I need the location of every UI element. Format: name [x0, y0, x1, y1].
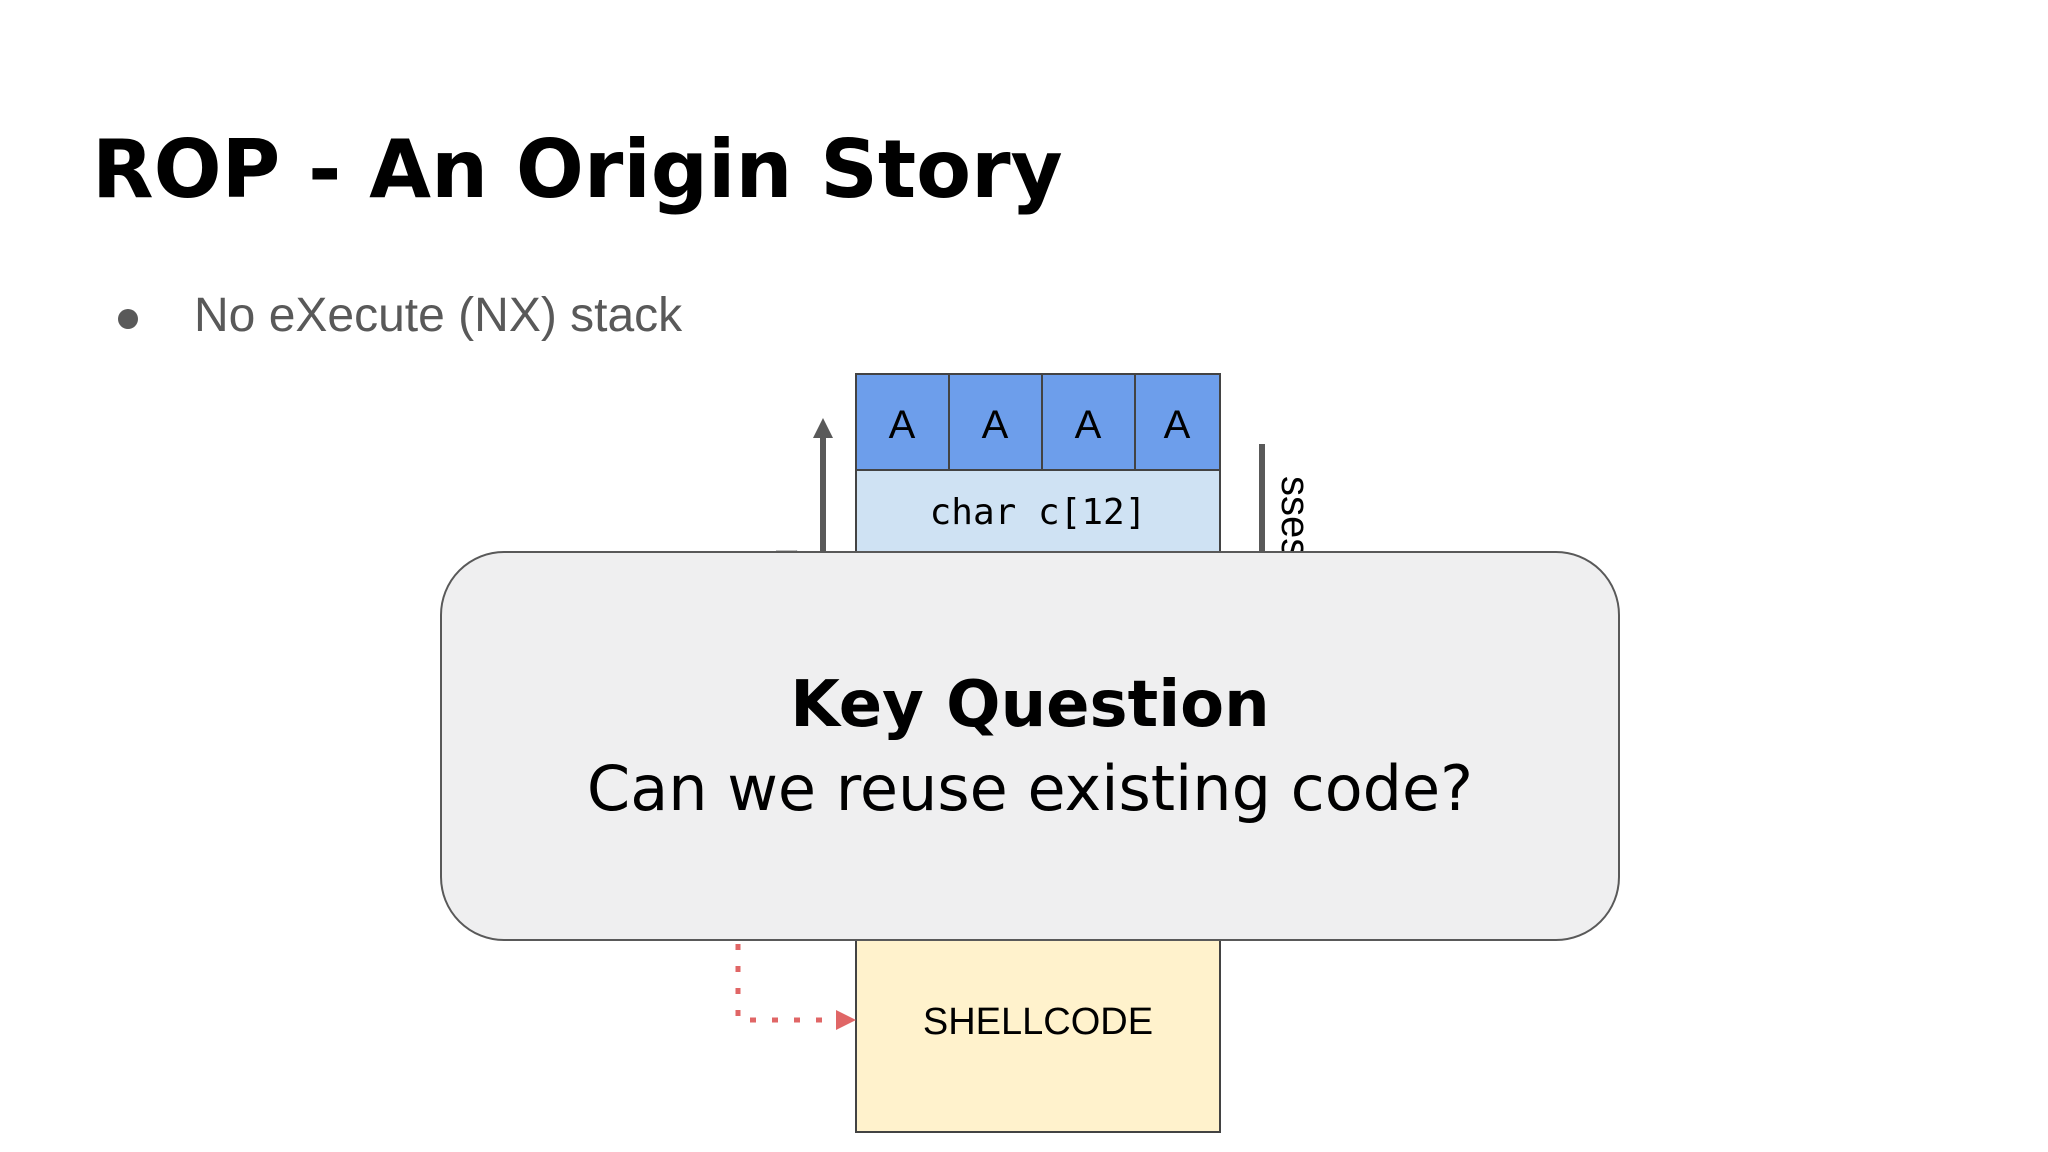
byte-cell [855, 373, 950, 471]
right-axis-label-fragment: sses [1273, 476, 1317, 558]
buffer-bytes-row: A A A A [855, 373, 1221, 471]
shellcode-label: SHELLCODE [923, 1001, 1153, 1043]
slide-title: ROP - An Origin Story [92, 123, 1063, 216]
jump-arrow-head-icon [836, 1010, 856, 1030]
byte-cell [1041, 373, 1136, 471]
byte-cell [1134, 373, 1221, 471]
byte-cell-label: A [1075, 403, 1102, 447]
popup-heading: Key Question [790, 668, 1270, 742]
byte-cell-label: A [982, 403, 1009, 447]
bullet-text: No eXecute (NX) stack [194, 289, 683, 342]
growth-arrow-head-icon [813, 418, 833, 438]
bullet-dot-icon [118, 309, 138, 329]
shellcode-block [855, 939, 1221, 1133]
byte-cell-label: A [1164, 403, 1191, 447]
jump-arrow-path [735, 944, 836, 1023]
char-buffer-label: char c[12] [930, 492, 1147, 533]
key-question-popup: Key Question Can we reuse existing code? [440, 551, 1620, 941]
popup-body: Can we reuse existing code? [586, 752, 1474, 825]
byte-cell-label: A [889, 403, 916, 447]
